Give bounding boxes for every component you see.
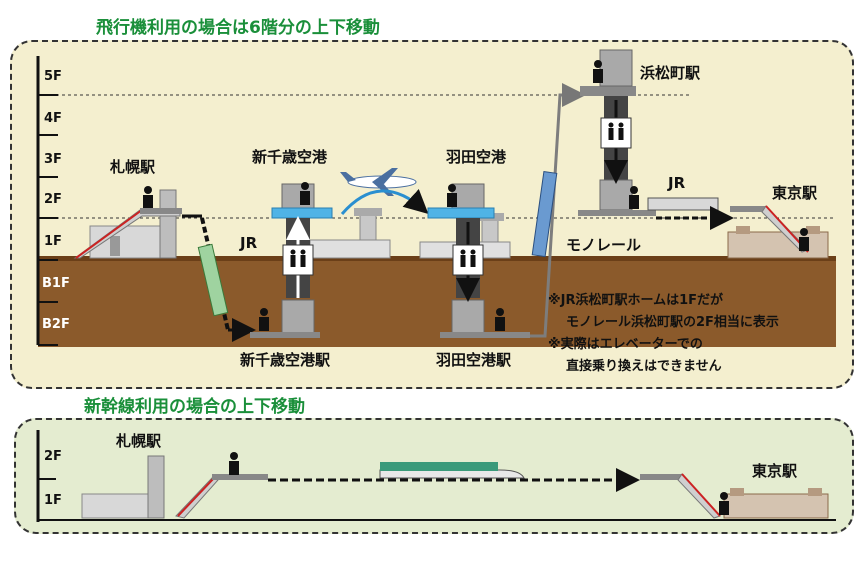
haneda-lower-shaft [451, 299, 485, 337]
tokyo-buildings [727, 226, 829, 259]
person-icon [495, 308, 505, 331]
floor-label-1f: 1F [44, 234, 62, 249]
floor-label-b1f: B1F [42, 276, 70, 291]
haneda-upper-shaft [451, 183, 485, 211]
floor-label-b2f: B2F [42, 317, 70, 332]
tokyo-station-label: 東京駅 [772, 184, 818, 202]
elevator-icon [608, 122, 624, 140]
floor-label-2f: 2F [44, 192, 62, 207]
underground-area [38, 260, 836, 347]
note-line-4: 直接乗り換えはできません [566, 358, 722, 374]
floor-ticks [38, 94, 58, 346]
person-icon [300, 182, 310, 205]
monorail-track [530, 83, 586, 338]
jr-train-2 [647, 197, 719, 211]
note-line-1: ※JR浜松町駅ホームは1Fだが [548, 292, 723, 308]
person-icon [447, 184, 457, 207]
haneda-airport-station-label: 羽田空港駅 [436, 351, 512, 369]
haneda-elevator-sign [452, 244, 484, 276]
new-chitose-airport-station-label: 新千歳空港駅 [240, 351, 331, 369]
new-chitose-terminal [309, 208, 391, 259]
airplane-section-title: 飛行機利用の場合は6階分の上下移動 [88, 17, 388, 39]
hamamatsucho-station-label: 浜松町駅 [640, 64, 701, 82]
person-icon [593, 60, 603, 83]
new-chitose-lower-shaft [281, 299, 315, 337]
elevator-icon [290, 249, 306, 267]
floor-label-4f: 4F [44, 111, 62, 126]
shinkansen-section-title: 新幹線利用の場合の上下移動 [76, 396, 313, 418]
person-icon [799, 228, 809, 251]
airplane-icon [340, 168, 417, 196]
sapporo-buildings [89, 189, 177, 259]
jr-train-1 [197, 243, 229, 317]
sapporo-station-label: 札幌駅 [109, 158, 156, 176]
new-chitose-airport-label: 新千歳空港 [252, 148, 328, 166]
monorail-train [531, 171, 558, 258]
note-line-3: ※実際はエレベーターでの [548, 336, 703, 352]
note-line-2: モノレール浜松町駅の2F相当に表示 [566, 314, 779, 330]
person-icon [143, 186, 153, 208]
hamamatsucho-elevator-sign [600, 117, 632, 149]
hamamatsucho-lower-shaft [599, 179, 633, 211]
new-chitose-elevator-sign [282, 244, 314, 276]
new-chitose-gate-platform [271, 207, 333, 219]
person-icon [629, 186, 639, 209]
haneda-b2-platform [440, 332, 530, 338]
jr-label-1: JR [239, 234, 258, 252]
floor-label-3f: 3F [44, 152, 62, 167]
haneda-gate-platform [427, 207, 495, 219]
hamamatsucho-upper-shaft [599, 49, 633, 87]
hamamatsucho-platform [580, 86, 636, 96]
shinkansen-route-panel [14, 418, 854, 534]
floor-label-5f: 5F [44, 69, 62, 84]
monorail-label: モノレール [566, 236, 641, 254]
flight-arc [340, 189, 429, 215]
sapporo-escalator [73, 208, 182, 259]
person-icon [259, 308, 269, 331]
new-chitose-b2-platform [250, 332, 320, 338]
elevator-icon [460, 249, 476, 267]
hamamatsucho-jr-platform [578, 210, 656, 216]
jr-label-2: JR [667, 174, 686, 192]
haneda-airport-label: 羽田空港 [446, 148, 507, 166]
